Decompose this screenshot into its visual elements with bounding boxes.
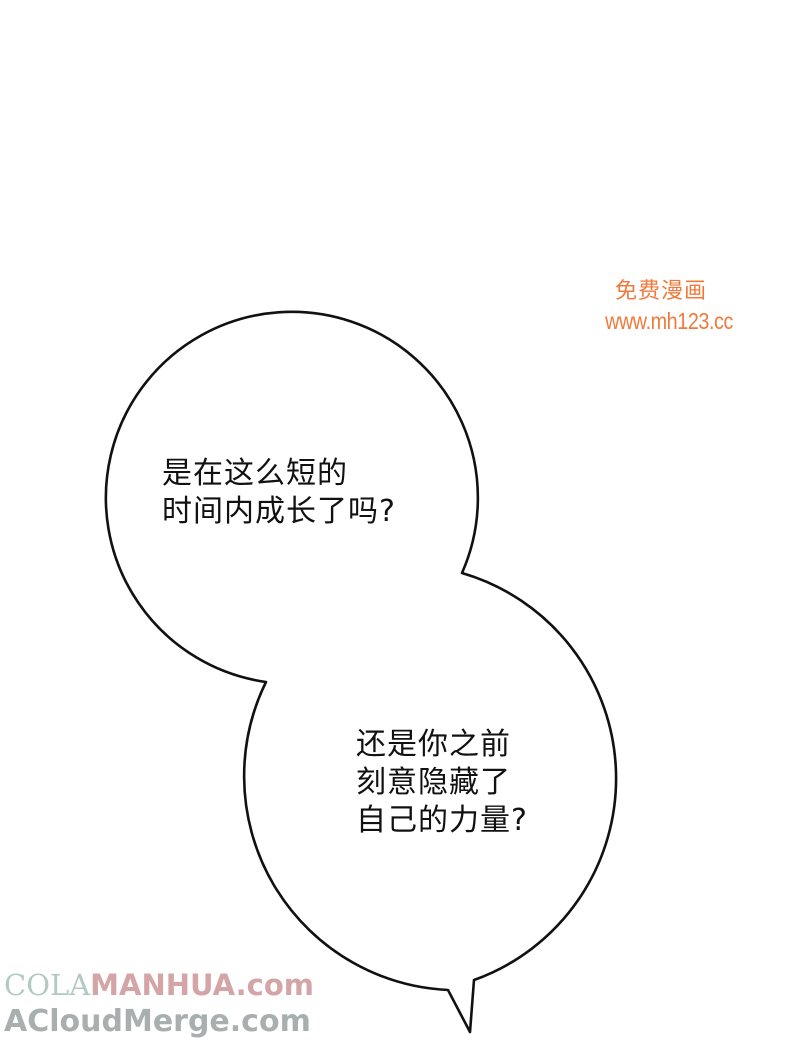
bubble-1-line-2: 时间内成长了吗? (162, 494, 396, 529)
bubble-2-line-3: 自己的力量? (356, 803, 528, 838)
bubble-1-line-1: 是在这么短的 (162, 456, 348, 491)
acloudmerge-watermark: ACloudMerge.com (4, 1004, 311, 1039)
colamanhua-watermark-prefix: COLA (4, 968, 91, 1002)
colamanhua-watermark: COLAMANHUA.com (4, 968, 314, 1002)
bubble-2-line-1: 还是你之前 (356, 727, 511, 762)
bubble-2-line-2: 刻意隐藏了 (356, 765, 511, 800)
site-watermark-chinese: 免费漫画 (614, 278, 707, 303)
speech-bubble-text-2: 还是你之前 刻意隐藏了 自己的力量? (356, 726, 528, 840)
colamanhua-watermark-rest: MANHUA.com (90, 968, 315, 1002)
site-watermark: 免费漫画 www.mh123.cc (596, 276, 733, 336)
speech-bubble-text-1: 是在这么短的 时间内成长了吗? (162, 455, 396, 531)
site-watermark-url: www.mh123.cc (605, 308, 733, 334)
speech-bubble-outline (104, 310, 618, 1034)
